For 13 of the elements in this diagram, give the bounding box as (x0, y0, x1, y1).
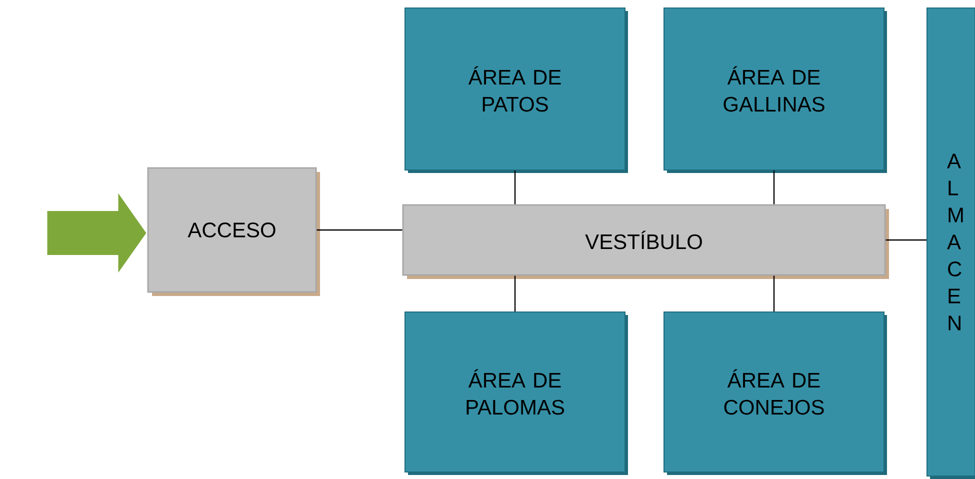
connector-line (773, 170, 775, 204)
storage-band: ALMACEN (926, 8, 975, 479)
connector-line (773, 276, 775, 312)
room-box: ÁREA DE CONEJOS (664, 312, 887, 475)
room-box: VESTÍBULO (402, 204, 889, 279)
room-box: ÁREA DE PALOMAS (404, 312, 628, 475)
connector-line (514, 170, 516, 204)
room-box: ÁREA DE GALLINAS (664, 8, 887, 173)
room-box: ACCESO (147, 167, 320, 296)
connector-line (514, 276, 516, 312)
connector-line (316, 229, 402, 231)
room-box: ÁREA DE PATOS (404, 8, 628, 173)
connector-line (886, 239, 926, 241)
